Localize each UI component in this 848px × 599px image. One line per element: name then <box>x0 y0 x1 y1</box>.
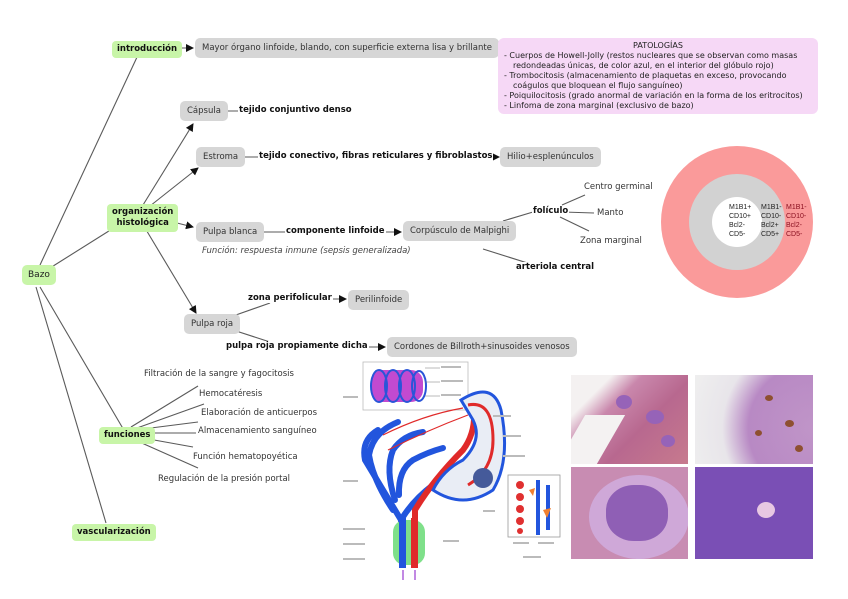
pulpa-blanca-node[interactable]: Pulpa blanca <box>196 222 265 242</box>
branch-organizacion-histologica[interactable]: organización histológica <box>107 204 179 232</box>
introduccion-detail-text: Mayor órgano linfoide, blando, con super… <box>202 43 492 53</box>
branch-introduccion-label: introducción <box>117 44 178 54</box>
pulpa-blanca-funcion: Función: respuesta inmune (sepsis genera… <box>202 246 411 256</box>
zona-perifolicular-label: zona perifolicular <box>247 293 333 303</box>
cordones-label: Cordones de Billroth+sinusoides venosos <box>394 342 570 352</box>
funcion-item: Regulación de la presión portal <box>158 474 291 484</box>
link-bazo-vascularizacion <box>35 286 107 524</box>
histology-photo-follicle <box>571 467 688 559</box>
lymphoid-follicle <box>473 468 493 488</box>
funcion-item: Filtración de la sangre y fagocitosis <box>144 369 294 379</box>
splenic-circulation-illustration <box>343 361 561 580</box>
manto-label: Manto <box>597 208 624 218</box>
link-bazo-funciones <box>39 286 126 433</box>
branch-funciones-label: funciones <box>104 430 151 440</box>
funcion-item: Almacenamiento sanguíneo <box>198 426 317 436</box>
patologias-box: PATOLOGÍAS - Cuerpos de Howell-Jolly (re… <box>498 38 818 114</box>
link-org-capsula <box>142 123 194 206</box>
follicle-ring-diagram: M1B1+CD10+ Bcl2-CD5- M1B1-CD10- Bcl2+CD5… <box>661 146 813 298</box>
venous-sinus-inset <box>370 366 463 403</box>
histology-photo-pigment <box>695 375 813 464</box>
perilinfoide-node[interactable]: Perilinfoide <box>348 290 410 310</box>
root-node-bazo[interactable]: Bazo <box>22 265 56 285</box>
centro-germinal-label: Centro germinal <box>584 182 653 192</box>
componente-linfoide-label: componente linfoide <box>285 226 386 236</box>
capsula-detail: tejido conjuntivo denso <box>238 105 353 115</box>
funcion-item: Hemocatéresis <box>199 389 263 399</box>
histology-photo-spleen-low <box>571 375 688 464</box>
histology-photo-central-arteriole <box>695 467 813 559</box>
branch-organizacion-label-2: histológica <box>116 218 169 228</box>
germinal-center-markers: M1B1+CD10+ Bcl2-CD5- <box>729 204 752 238</box>
estroma-node[interactable]: Estroma <box>196 147 246 167</box>
funcion-item: Elaboración de anticuerpos <box>201 408 317 418</box>
corpusculo-label: Corpúsculo de Malpighi <box>410 226 510 236</box>
patologia-item: - Cuerpos de Howell-Jolly (restos nuclea… <box>504 51 798 70</box>
flow-arrows <box>402 570 416 580</box>
capsula-node[interactable]: Cápsula <box>180 101 228 121</box>
patologia-item: - Linfoma de zona marginal (exclusivo de… <box>504 101 694 110</box>
pulpa-blanca-label: Pulpa blanca <box>203 227 258 237</box>
arteriola-central-label: arteriola central <box>515 262 596 272</box>
pulpa-roja-node[interactable]: Pulpa roja <box>184 314 241 334</box>
trabecula <box>393 520 425 565</box>
link-bazo-introduccion <box>39 54 139 266</box>
estroma-label: Estroma <box>203 152 239 162</box>
link-org-pulpa-roja <box>144 227 197 314</box>
hilio-label: Hilio+esplenúnculos <box>507 152 594 162</box>
link-org-estroma <box>149 167 199 207</box>
pulpa-roja-label: Pulpa roja <box>191 319 234 329</box>
germinal-center-circle <box>712 197 762 247</box>
patologia-item: - Poiquilocitosis (grado anormal de vari… <box>504 91 803 100</box>
patologia-item: - Trombocitosis (almacenamiento de plaqu… <box>504 71 787 90</box>
hilio-node[interactable]: Hilio+esplenúnculos <box>500 147 601 167</box>
estroma-detail: tejido conectivo, fibras reticulares y f… <box>258 151 494 161</box>
perilinfoide-label: Perilinfoide <box>355 295 403 305</box>
capsula-label: Cápsula <box>187 106 221 116</box>
pulpa-roja-propiamente-label: pulpa roja propiamente dicha <box>225 341 369 351</box>
cordones-billroth-node[interactable]: Cordones de Billroth+sinusoides venosos <box>387 337 577 357</box>
funcion-item: Función hematopoyética <box>193 452 298 462</box>
zona-marginal-label: Zona marginal <box>580 236 642 246</box>
branch-organizacion-label-1: organización <box>112 207 174 217</box>
corpusculo-malpighi-node[interactable]: Corpúsculo de Malpighi <box>403 221 517 241</box>
branch-introduccion[interactable]: introducción <box>112 41 183 58</box>
cord-inset <box>507 474 561 538</box>
mantle-markers: M1B1-CD10- Bcl2+CD5+ <box>761 204 782 238</box>
branch-vascularizacion[interactable]: vascularización <box>72 524 156 541</box>
branch-funciones[interactable]: funciones <box>99 427 156 444</box>
branch-vascularizacion-label: vascularización <box>77 527 151 537</box>
root-label: Bazo <box>28 270 50 280</box>
marginal-markers: M1B1-CD10- Bcl2-CD5- <box>786 204 807 238</box>
patologias-title: PATOLOGÍAS <box>633 41 683 50</box>
foliculo-label: folículo <box>532 206 570 216</box>
introduccion-detail-node[interactable]: Mayor órgano linfoide, blando, con super… <box>195 38 499 58</box>
